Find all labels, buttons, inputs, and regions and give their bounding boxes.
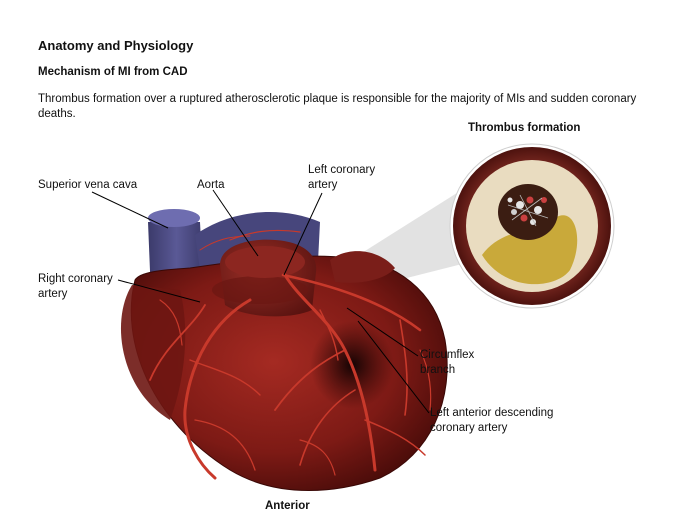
page-title: Anatomy and Physiology bbox=[38, 38, 194, 53]
atrial-appendage-shape bbox=[330, 251, 395, 283]
leader-lines bbox=[91, 189, 430, 414]
inset-title: Thrombus formation bbox=[468, 122, 581, 134]
thrombus-clot bbox=[507, 194, 549, 227]
aorta-shape bbox=[212, 239, 317, 317]
label-left-coronary-line1: Left coronary bbox=[308, 164, 376, 176]
label-right-coronary-line2: artery bbox=[38, 288, 68, 300]
label-lad-line1: Left anterior descending bbox=[430, 407, 554, 419]
plaque-shape bbox=[482, 215, 578, 285]
description-text: Thrombus formation over a ruptured ather… bbox=[38, 93, 637, 120]
page-subtitle: Mechanism of MI from CAD bbox=[38, 66, 188, 78]
label-circumflex-line2: branch bbox=[420, 364, 456, 376]
coronary-arteries bbox=[149, 229, 432, 480]
label-aorta: Aorta bbox=[197, 179, 225, 191]
label-left-coronary-line2: artery bbox=[308, 179, 338, 191]
view-label: Anterior bbox=[265, 500, 310, 512]
label-lad-line2: coronary artery bbox=[430, 422, 508, 434]
label-circumflex-line1: Circumflex bbox=[420, 349, 475, 361]
lumen-shape bbox=[498, 184, 558, 240]
label-right-coronary-line1: Right coronary bbox=[38, 273, 113, 285]
right-atrium-shape bbox=[120, 285, 186, 420]
label-superior-vena-cava: Superior vena cava bbox=[38, 179, 138, 191]
thrombus-inset bbox=[449, 143, 615, 309]
